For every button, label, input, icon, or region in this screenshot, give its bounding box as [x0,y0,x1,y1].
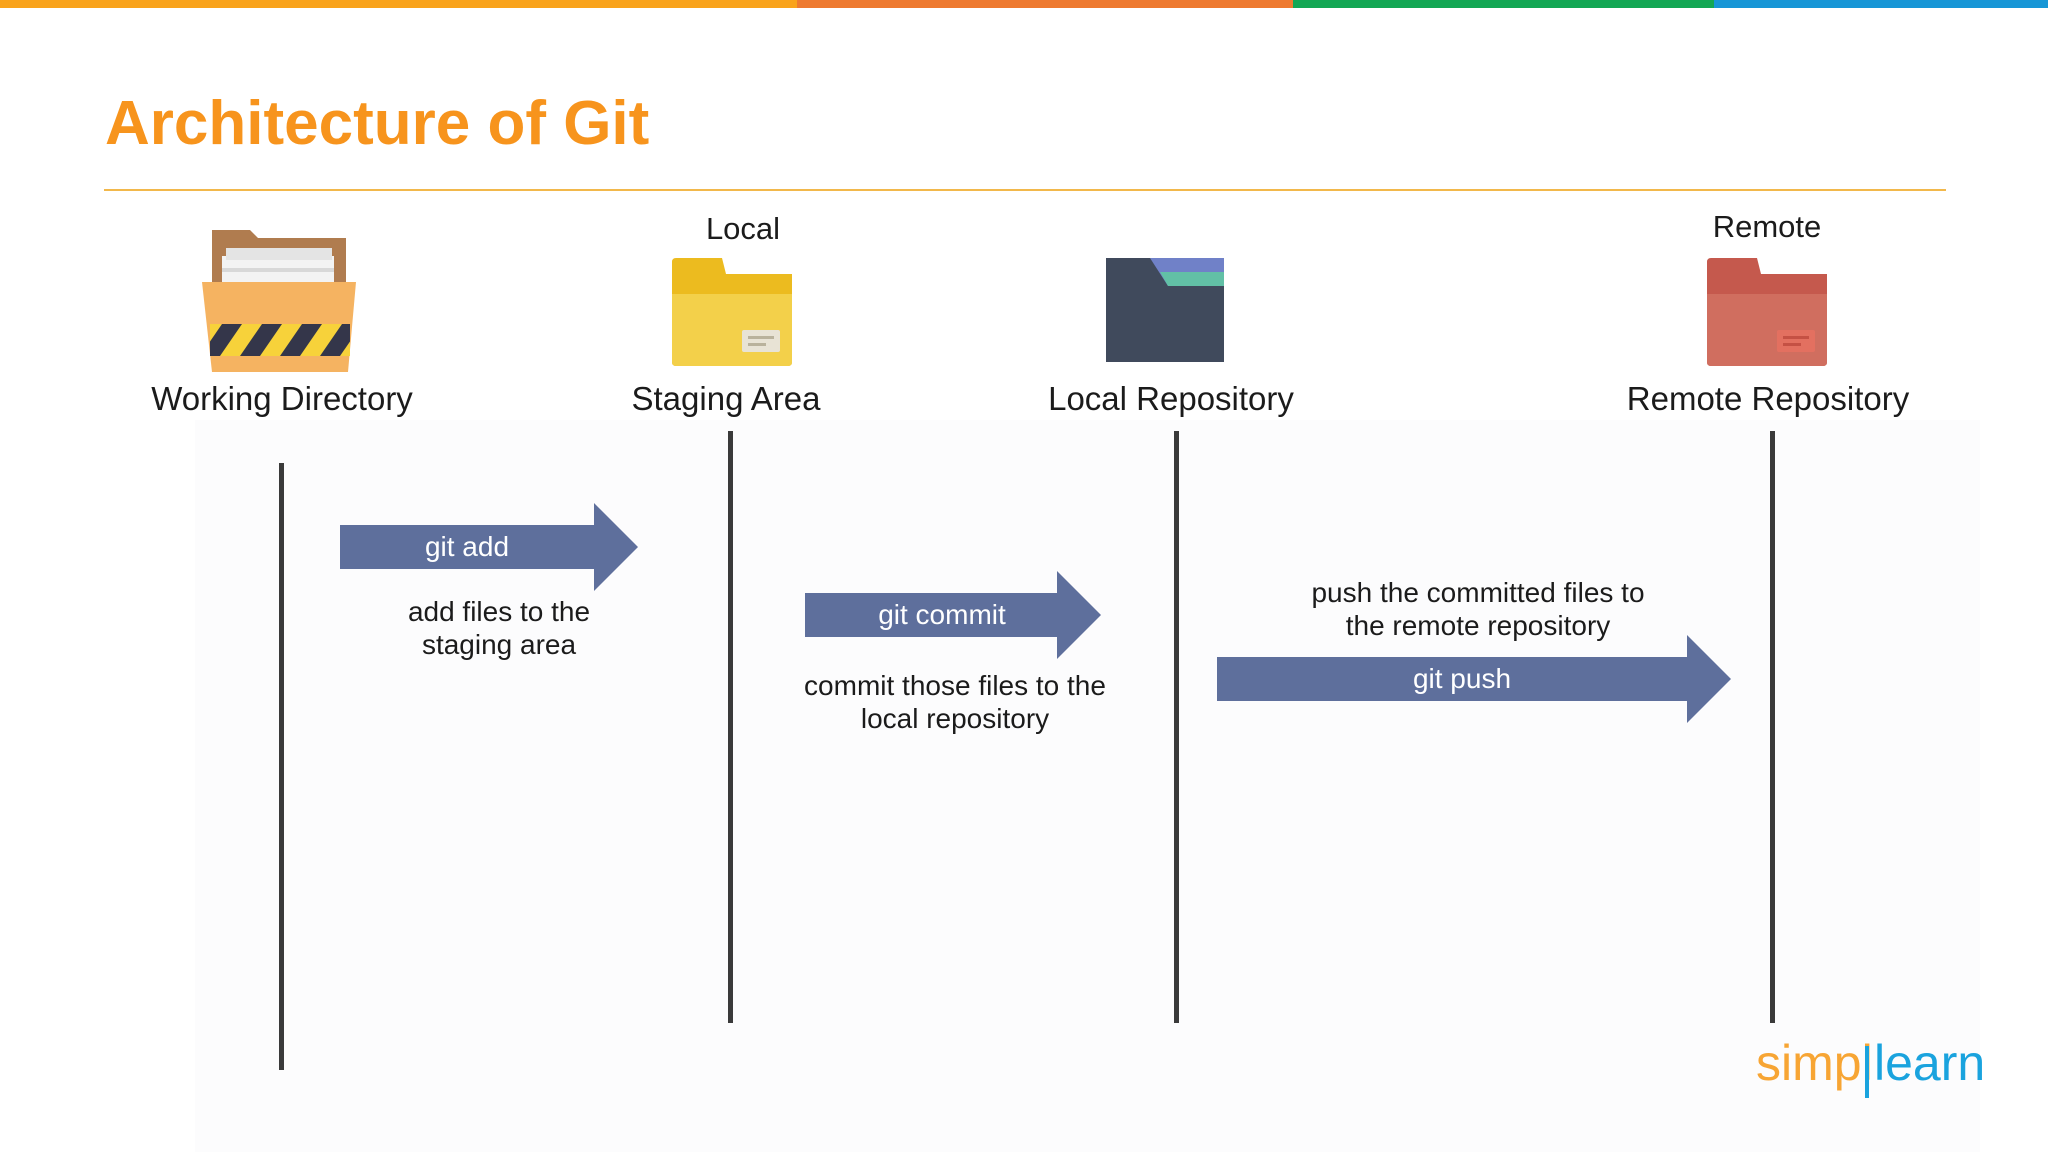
dark-folder-icon [1106,258,1224,367]
group-label-local: Local [705,211,781,246]
working-directory-line [279,463,284,1070]
git-push-arrow: git push [1217,635,1731,723]
git-commit-label: git commit [878,599,1006,630]
git-commit-description: commit those files to the local reposito… [804,670,1106,734]
top-bar-segment-red-orange [797,0,1293,8]
slide-title: Architecture of Git [105,89,650,158]
top-bar-segment-blue [1714,0,2048,8]
stage-label-local-repository: Local Repository [1048,380,1294,417]
group-label-remote: Remote [1712,209,1822,244]
svg-text:learn: learn [1874,1036,1985,1091]
red-folder-icon [1705,258,1829,371]
local-repository-line [1174,431,1179,1023]
simplilearn-logo: simpl learn [1756,1035,1988,1106]
git-add-description: add files to the staging area [407,596,591,660]
git-add-arrow: git add [340,503,638,591]
remote-repository-line [1770,431,1775,1023]
stage-label-staging-area: Staging Area [631,380,821,417]
top-bar-segment-orange [0,0,797,8]
git-push-label: git push [1412,663,1512,694]
git-commit-arrow: git commit [805,571,1101,659]
staging-area-line [728,431,733,1023]
svg-text:simpl: simpl [1756,1036,1873,1091]
top-bar-segment-green [1293,0,1714,8]
yellow-folder-icon [670,258,794,371]
stage-label-working-directory: Working Directory [151,380,413,417]
git-add-label: git add [424,531,510,562]
git-push-description: push the committed files to the remote r… [1311,577,1645,641]
stage-label-remote-repository: Remote Repository [1626,380,1910,417]
title-underline [104,189,1946,191]
open-folder-with-files-icon [200,226,360,377]
